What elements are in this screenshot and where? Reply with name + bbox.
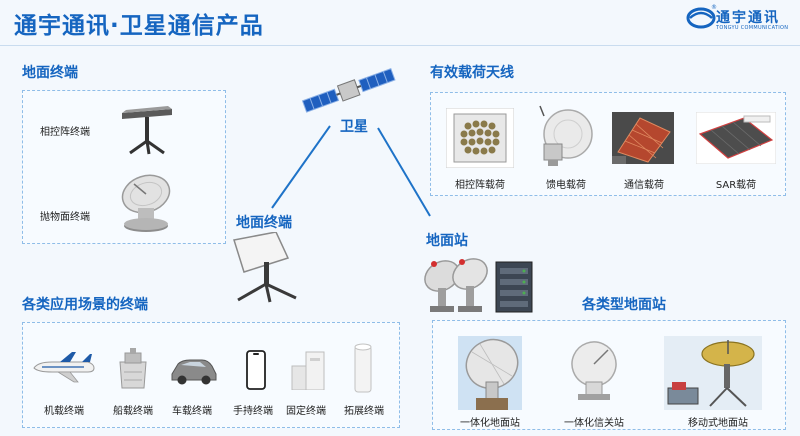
- logo-mark-icon: [686, 7, 716, 29]
- integrated-gateway-station-label: 一体化信关站: [564, 418, 624, 429]
- ground-station-icon: [424, 258, 533, 313]
- ground-station-label: 地面站: [426, 233, 468, 249]
- fixed-terminal-label: 固定终端: [286, 406, 326, 417]
- section-title-payload-antennas: 有效载荷天线: [430, 65, 514, 81]
- page-title: 通宇通讯·卫星通信产品: [14, 13, 264, 39]
- company-logo: [686, 5, 794, 33]
- mobile-ground-station-label: 移动式地面站: [688, 418, 748, 429]
- extension-terminal-label: 拓展终端: [344, 406, 384, 417]
- phased-array-payload-icon: [446, 108, 514, 168]
- registered-mark: ®: [711, 4, 717, 11]
- section-title-ground-terminals: 地面终端: [22, 65, 78, 81]
- gateway-dish-icon: [571, 341, 617, 400]
- connection-lines: [271, 125, 431, 217]
- car-icon: [171, 359, 217, 385]
- phased-array-payload-label: 相控阵载荷: [455, 180, 505, 191]
- section-title-scenario-terminals: 各类应用场景的终端: [22, 297, 148, 313]
- phased-array-terminal-icon: [122, 106, 172, 155]
- sar-payload-label: SAR载荷: [715, 180, 757, 191]
- mobile-station-icon: [664, 336, 762, 410]
- feeder-payload-label: 馈电载荷: [546, 180, 586, 191]
- header-divider: [0, 45, 800, 46]
- sar-payload-icon: [696, 112, 776, 164]
- parabolic-terminal-label: 抛物面终端: [40, 212, 90, 223]
- feeder-payload-icon: [539, 105, 593, 166]
- shipborne-terminal-label: 船载终端: [113, 406, 153, 417]
- integrated-ground-station-label: 一体化地面站: [460, 418, 520, 429]
- smartphone-icon: [246, 350, 266, 390]
- large-dish-station-icon: [458, 336, 522, 410]
- section-title-ground-station-types: 各类型地面站: [582, 297, 666, 313]
- communication-payload-label: 通信载荷: [624, 180, 664, 191]
- communication-payload-icon: [612, 112, 674, 164]
- handheld-terminal-label: 手持终端: [233, 406, 273, 417]
- building-icon: [291, 351, 325, 390]
- cylinder-antenna-icon: [354, 343, 372, 393]
- airborne-terminal-label: 机载终端: [44, 406, 84, 417]
- vehicle-terminal-label: 车载终端: [172, 406, 212, 417]
- satellite-label: 卫星: [340, 119, 368, 135]
- phased-array-terminal-label: 相控阵终端: [40, 127, 90, 138]
- logo-subtext: TONGYU COMMUNICATION: [716, 25, 789, 31]
- ground-terminal-label: 地面终端: [236, 215, 292, 231]
- satellite-icon: [301, 68, 396, 113]
- ship-icon: [119, 348, 147, 389]
- ground-terminal-dish-icon: [233, 232, 297, 303]
- logo-text: 通宇通讯: [716, 10, 780, 26]
- airplane-icon: [33, 352, 95, 383]
- parabolic-terminal-icon: [121, 174, 171, 232]
